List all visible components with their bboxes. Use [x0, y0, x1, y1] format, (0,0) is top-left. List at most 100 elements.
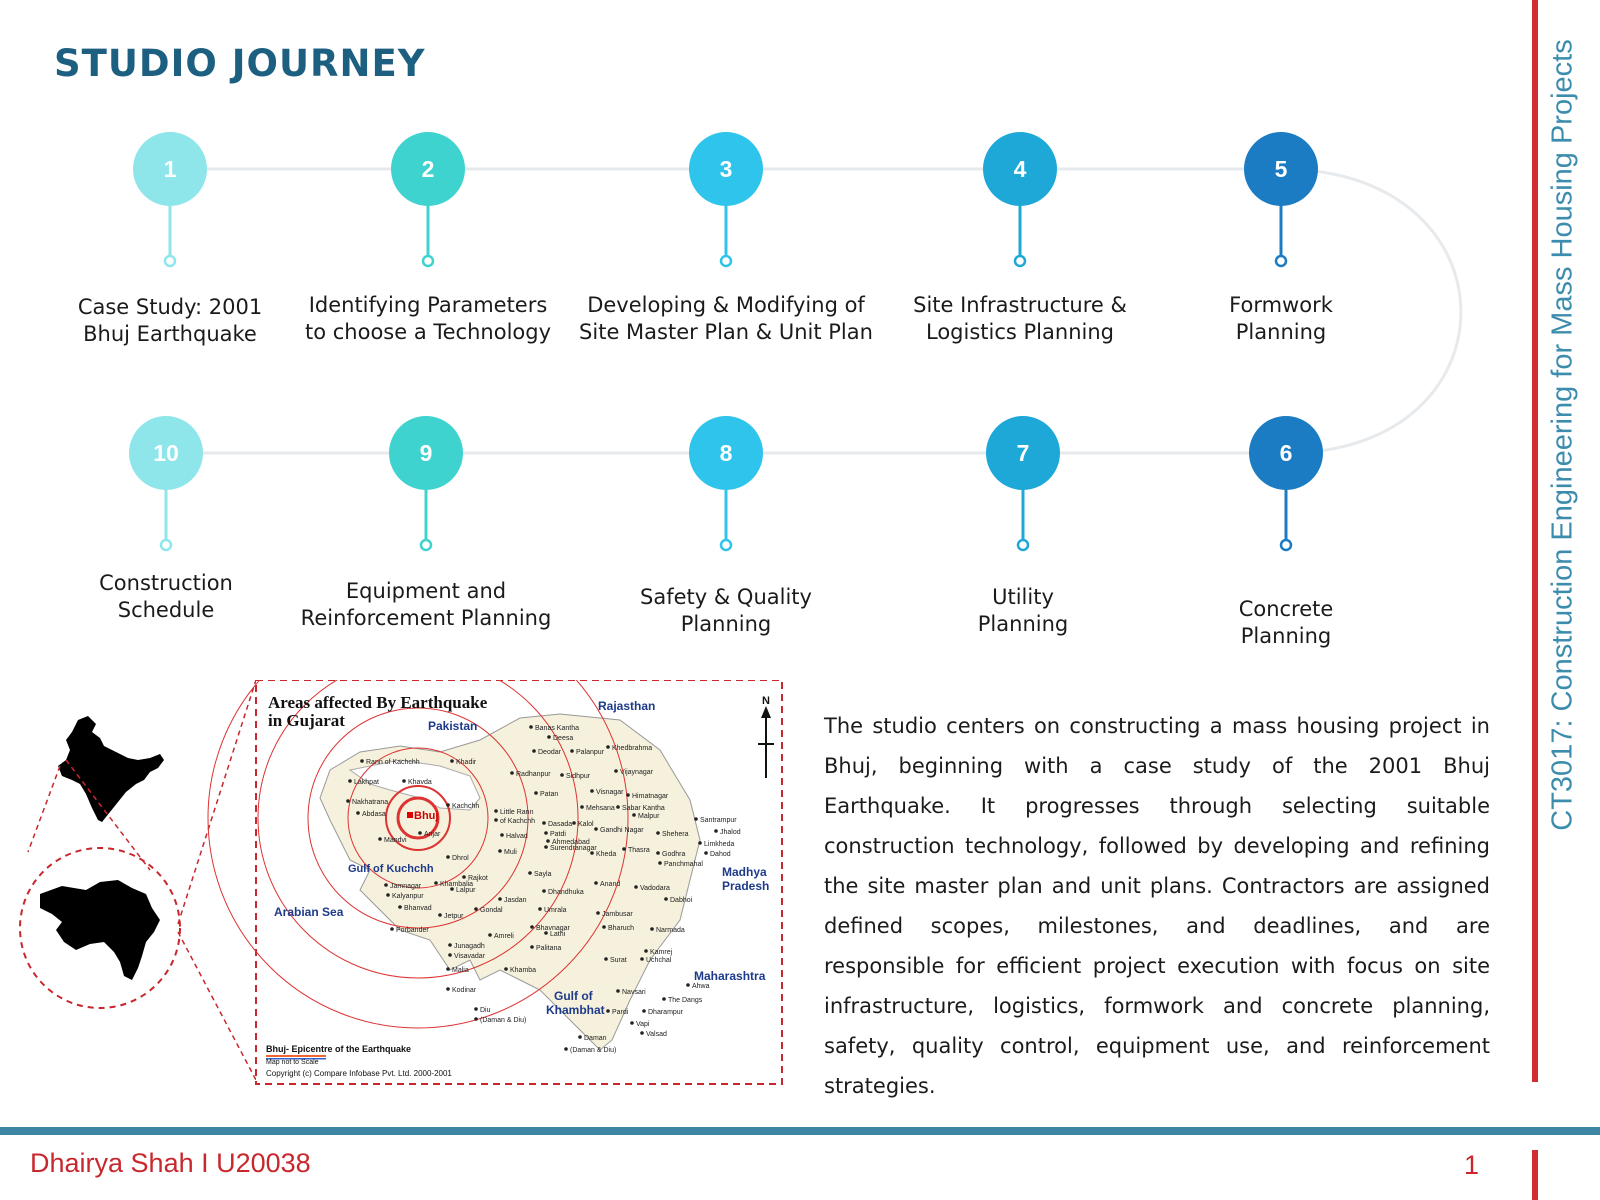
place-label: Khamba: [510, 967, 536, 974]
place-label: Lathi: [550, 931, 566, 938]
gujarat-earthquake-map: Bhuj Areas affected By Earthquake in Guj…: [19, 680, 783, 1085]
north-label: N: [762, 695, 770, 707]
place-label: Patdi: [550, 831, 566, 838]
place-label: Vapi: [636, 1021, 650, 1028]
step-label-line: Site Infrastructure &: [913, 293, 1127, 317]
step-label-line: Construction: [99, 571, 233, 595]
map-callout-lines: [27, 680, 257, 1081]
place-label: Kheda: [596, 851, 616, 858]
step-label-line: Schedule: [117, 598, 215, 622]
place-label: Lalpur: [456, 887, 476, 894]
north-arrow-icon: [758, 706, 774, 778]
place-label: Bhanvad: [404, 905, 432, 912]
page-number: 1: [1464, 1150, 1480, 1180]
place-label: The Dangs: [668, 997, 703, 1004]
timeline-step-3: 3: [689, 132, 763, 268]
place-label: Visavadar: [454, 953, 486, 960]
step-number: 10: [153, 440, 179, 466]
map-legend: Bhuj- Epicentre of the Earthquake: [266, 1044, 411, 1054]
place-label: Kalol: [578, 821, 594, 828]
place-label: Kodinar: [452, 987, 477, 994]
step-number: 5: [1275, 156, 1288, 182]
place-label: Mehsana: [586, 805, 615, 812]
rann-area: [348, 759, 481, 811]
step-label-line: Reinforcement Planning: [300, 606, 552, 630]
step-number: 7: [1017, 440, 1030, 466]
timeline-connectors: [166, 167, 1463, 455]
place-label: Sabar Kantha: [622, 805, 665, 812]
place-label: Patan: [540, 791, 558, 798]
step-label-line: Formwork: [1229, 293, 1333, 317]
place-label: Dharampur: [648, 1009, 684, 1016]
place-label: Rajkot: [468, 875, 488, 882]
place-label: Daman: [584, 1035, 607, 1042]
region-gulf-khambhat-2: Khambhat: [546, 1003, 605, 1017]
place-label: Mandvi: [384, 837, 407, 844]
place-label: Lakhpat: [354, 779, 379, 786]
place-label: Limkheda: [704, 841, 734, 848]
place-label: Khedbrahma: [612, 745, 652, 752]
place-label: Gandhi Nagar: [600, 827, 644, 834]
step-label-line: Bhuj Earthquake: [83, 322, 257, 346]
step-label-4: Site Infrastructure & Logistics Planning: [860, 292, 1180, 346]
gujarat-map-icon: [40, 880, 160, 980]
gujarat-inset-circle: [19, 847, 181, 1009]
timeline-step-2: 2: [391, 132, 465, 268]
place-label: Abdasa: [362, 811, 386, 818]
place-label: Jhalod: [720, 829, 741, 836]
place-label: Khavda: [408, 779, 432, 786]
page-title: STUDIO JOURNEY: [54, 42, 426, 85]
place-label: Panchmahal: [664, 861, 703, 868]
place-label: Sidhpur: [566, 773, 591, 780]
region-rajasthan: Rajasthan: [598, 699, 655, 713]
epicentre-rings: [207, 680, 629, 1029]
place-label: Khambalia: [440, 881, 473, 888]
timeline-step-10: 10: [129, 416, 203, 552]
step-label-line: Planning: [977, 612, 1069, 636]
timeline-step-1: 1: [133, 132, 207, 268]
epicentre-marker: [407, 812, 413, 818]
author-name: Dhairya Shah I U20038: [30, 1148, 311, 1178]
timeline-step-5: 5: [1244, 132, 1318, 268]
place-label: Anjar: [424, 831, 441, 838]
region-gulf-kuchchh: Gulf of Kuchchh: [348, 863, 434, 875]
place-label: Dhandhuka: [548, 889, 584, 896]
legend-underline-2: [266, 1058, 326, 1060]
place-label: Jamnagar: [390, 883, 422, 890]
place-label: Kachchh: [452, 803, 479, 810]
step-number: 1: [164, 156, 177, 182]
place-label: Palitana: [536, 945, 561, 952]
place-label: Bharuch: [608, 925, 634, 932]
place-label: Sayla: [534, 871, 552, 878]
place-label: Halvad: [506, 833, 528, 840]
place-label: Amreli: [494, 933, 514, 940]
map-scale-note: Map not to Scale: [266, 1059, 319, 1066]
place-label: Malia: [452, 967, 469, 974]
place-label: Deodar: [538, 749, 562, 756]
side-red-bar: [1532, 0, 1538, 1082]
step-label-line: Identifying Parameters: [308, 293, 548, 317]
place-label: Dabhoi: [670, 897, 693, 904]
studio-description: The studio centers on constructing a mas…: [824, 714, 1490, 1098]
place-label: Valsad: [646, 1031, 667, 1038]
place-label: Deesa: [553, 735, 573, 742]
map-title-line2: in Gujarat: [268, 711, 345, 730]
step-number: 6: [1280, 440, 1293, 466]
step-label-line: Concrete: [1238, 597, 1334, 621]
step-label-line: Planning: [680, 612, 772, 636]
timeline-step-6: 6: [1249, 416, 1323, 552]
timeline-step-7: 7: [986, 416, 1060, 552]
place-label: Himatnagar: [632, 793, 669, 800]
step-label-line: Logistics Planning: [926, 320, 1114, 344]
step-number: 2: [422, 156, 435, 182]
place-label: Gondal: [480, 907, 503, 914]
step-label-line: Safety & Quality: [640, 585, 812, 609]
place-label: Banas Kantha: [535, 725, 579, 732]
step-label-line: Equipment and: [345, 579, 507, 603]
